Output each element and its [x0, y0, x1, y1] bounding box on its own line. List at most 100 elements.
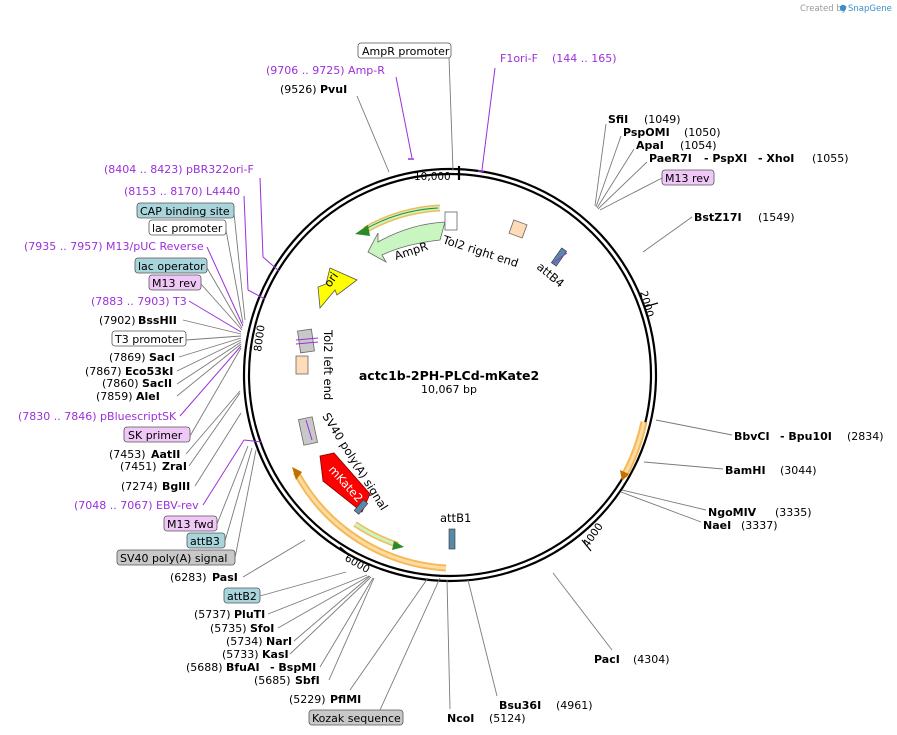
attb2-label: attB2: [227, 590, 257, 603]
attb1-label: attB1: [440, 511, 471, 525]
right-labels: SfiI (1049) PspOMI (1050) ApaI (1054) Pa…: [446, 113, 884, 725]
zrai-name: ZraI: [162, 460, 187, 473]
bsu36i-pos: (4961): [556, 699, 593, 712]
sfii-pos: (1049): [644, 113, 681, 126]
tick-2000: [643, 302, 659, 308]
paer7i-name: PaeR7I: [649, 152, 692, 165]
bstz17i-pos: (1549): [758, 211, 795, 224]
pasi-name: PasI: [212, 571, 238, 584]
tol2-left-label: Tol2 left end: [321, 329, 335, 400]
feature-orange-arc-right: [620, 421, 648, 481]
apai-pos: (1054): [680, 139, 717, 152]
bsshii-pos: (7902): [99, 314, 136, 327]
tick-label-2000: 2000: [637, 290, 656, 319]
snapgene-logo-icon: [839, 4, 847, 12]
credit-prefix: Created by: [800, 4, 847, 14]
tol2-right-label: Tol2 right end: [440, 232, 520, 270]
kasi-pos: (5733): [222, 648, 259, 661]
xhoi-name: - XhoI: [758, 152, 794, 165]
paci-name: PacI: [594, 653, 620, 666]
bbvci-name: BbvCI: [734, 430, 770, 443]
m13-rev-right-label: M13 rev: [665, 172, 710, 185]
pvui-name: PvuI: [320, 83, 347, 96]
lac-promoter-label: lac promoter: [152, 222, 223, 235]
feature-tol2-left[interactable]: Tol2 left end: [295, 328, 335, 400]
feature-orange-arc-left: [292, 467, 447, 572]
plasmid-length: 10,067 bp: [421, 383, 477, 396]
feature-attb4[interactable]: attB4: [534, 247, 568, 291]
nari-name: NarI: [266, 635, 292, 648]
saci-name: SacI: [149, 351, 175, 364]
saci-pos: (7869): [109, 351, 146, 364]
ncoi-pos: (5124): [489, 712, 526, 725]
apai-name: ApaI: [636, 139, 664, 152]
attb4-label: attB4: [534, 260, 567, 291]
credit-brand: SnapGene: [848, 4, 892, 14]
pbluescript-label: (7830 .. 7846) pBluescriptSK: [18, 410, 177, 423]
feature-promoter-top: [355, 204, 441, 236]
feature-green-arrow-bottom: [353, 521, 404, 550]
aatii-name: AatII: [151, 448, 180, 461]
tick-6000: [339, 546, 348, 554]
t3-promoter-label: T3 promoter: [114, 333, 184, 346]
bglii-name: BglII: [162, 480, 190, 493]
m13-puc-label: (7935 .. 7957) M13/pUC Reverse: [24, 240, 204, 253]
m13-rev-label: M13 rev: [152, 277, 197, 290]
ngomiv-pos: (3335): [775, 506, 812, 519]
pspxi-name: - PspXI: [704, 152, 747, 165]
tick-label-10000: 10,000: [414, 171, 451, 183]
ngomiv-name: NgoMIV: [708, 506, 757, 519]
pasi-pos: (6283): [170, 571, 207, 584]
sacii-pos: (7860): [102, 377, 139, 390]
pvui-pos: (9526): [280, 83, 317, 96]
sfoi-pos: (5735): [210, 622, 247, 635]
aatii-pos: (7453): [109, 448, 146, 461]
pflmi-pos: (5229): [289, 693, 326, 706]
f1ori-f-name: F1ori-F: [500, 52, 538, 65]
tick-4000: [581, 539, 592, 552]
ebv-rev-label: (7048 .. 7067) EBV-rev: [74, 499, 199, 512]
top-labels: AmpR promoter F1ori-F (144 .. 165) (9706…: [266, 42, 617, 173]
eco53ki-pos: (7867): [85, 365, 122, 378]
lac-operator-label: lac operator: [138, 260, 205, 273]
nari-pos: (5734): [226, 635, 263, 648]
bamhi-name: BamHI: [725, 464, 766, 477]
sbfi-pos: (5685): [254, 674, 291, 687]
feature-ori[interactable]: ori: [317, 267, 358, 309]
sfii-name: SfiI: [608, 113, 628, 126]
eco53ki-name: Eco53kI: [125, 365, 173, 378]
alei-name: AleI: [136, 390, 160, 403]
sfoi-name: SfoI: [250, 622, 274, 635]
naei-name: NaeI: [703, 519, 731, 532]
sk-primer-label: SK primer: [128, 429, 183, 442]
paer7i-pos: (1055): [812, 152, 849, 165]
attb3-label: attB3: [190, 535, 220, 548]
sbfi-name: SbfI: [295, 674, 320, 687]
bamhi-pos: (3044): [780, 464, 817, 477]
bfuai-name: BfuAI: [226, 661, 260, 674]
sacii-name: SacII: [142, 377, 172, 390]
sv40-box-label: SV40 poly(A) signal: [120, 552, 227, 565]
naei-pos: (3337): [741, 519, 778, 532]
plutI-name: PluTI: [234, 608, 265, 621]
kasi-name: KasI: [262, 648, 289, 661]
kozak-label: Kozak sequence: [312, 712, 401, 725]
l4440-label: (8153 .. 8170) L4440: [124, 185, 240, 198]
feature-attb1[interactable]: attB1: [440, 511, 471, 550]
paci-pos: (4304): [633, 653, 670, 666]
plasmid-name: actc1b-2PH-PLCd-mKate2: [359, 368, 539, 383]
bglii-pos: (7274): [121, 480, 158, 493]
pbr322-label: (8404 .. 8423) pBR322ori-F: [104, 163, 254, 176]
left-labels: (8404 .. 8423) pBR322ori-F (8153 .. 8170…: [18, 163, 441, 726]
bpu10i-name: - Bpu10I: [780, 430, 832, 443]
ampr-promoter-label: AmpR promoter: [362, 45, 450, 58]
pspomi-name: PspOMI: [623, 126, 670, 139]
backbone: [242, 167, 658, 583]
bfuai-pos: (5688): [186, 661, 223, 674]
plutI-pos: (5737): [194, 608, 231, 621]
zrai-pos: (7451): [120, 460, 157, 473]
tick-label-8000: 8000: [252, 324, 268, 352]
t3-label: (7883 .. 7903) T3: [91, 295, 187, 308]
bbvci-pos: (2834): [847, 430, 884, 443]
